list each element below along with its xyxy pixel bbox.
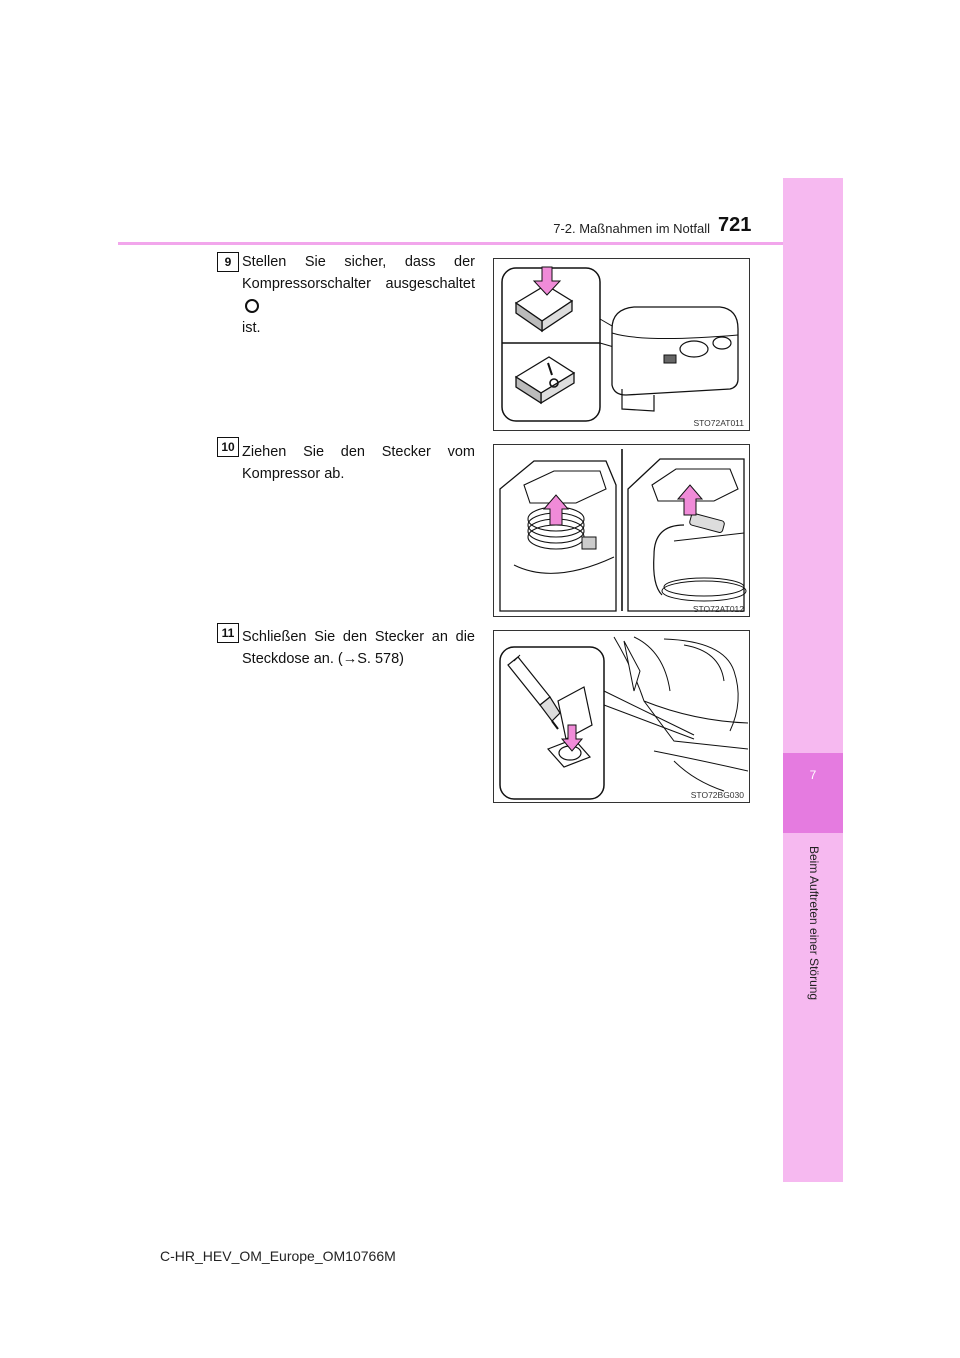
step-9-instruction: Stellen Sie sicher, dass der Kompressors…	[242, 254, 475, 292]
chapter-tab-active	[783, 753, 843, 833]
figure-unplug-cable: STO72AT012	[493, 444, 750, 617]
plug-into-socket-illustration	[499, 636, 748, 800]
step-number-9: 9	[217, 252, 239, 272]
step-text-9: Stellen Sie sicher, dass der Kompressors…	[242, 251, 475, 339]
chapter-sidebar: 7 Beim Auftreten einer Störung	[783, 178, 843, 1182]
page-number: 721	[718, 214, 752, 236]
document-id: C-HR_HEV_OM_Europe_OM10766M	[160, 1248, 396, 1264]
figure-code: STO72AT011	[693, 418, 744, 428]
unplug-cable-illustration	[499, 449, 747, 612]
step-9-instruction-end: ist.	[242, 320, 261, 336]
step-text-11: Schließen Sie den Stecker an die Steckdo…	[242, 629, 475, 667]
chapter-title: Beim Auftreten einer Störung	[807, 846, 821, 1001]
off-position-circle-icon	[245, 299, 259, 314]
figure-compressor-switch: STO72AT011	[493, 258, 750, 431]
step-text-10: Ziehen Sie den Stecker vom Kompressor ab…	[242, 444, 475, 482]
figure-code: STO72BG030	[690, 790, 744, 800]
figure-code: STO72AT012	[692, 604, 744, 614]
section-title: 7-2. Maßnahmen im Notfall	[553, 221, 710, 236]
chapter-number: 7	[809, 768, 817, 782]
compressor-switch-illustration	[501, 266, 739, 422]
header-rule	[118, 242, 783, 245]
step-number-11: 11	[217, 623, 239, 643]
figure-plug-into-socket: STO72BG030	[493, 630, 750, 803]
step-number-10: 10	[217, 437, 239, 457]
